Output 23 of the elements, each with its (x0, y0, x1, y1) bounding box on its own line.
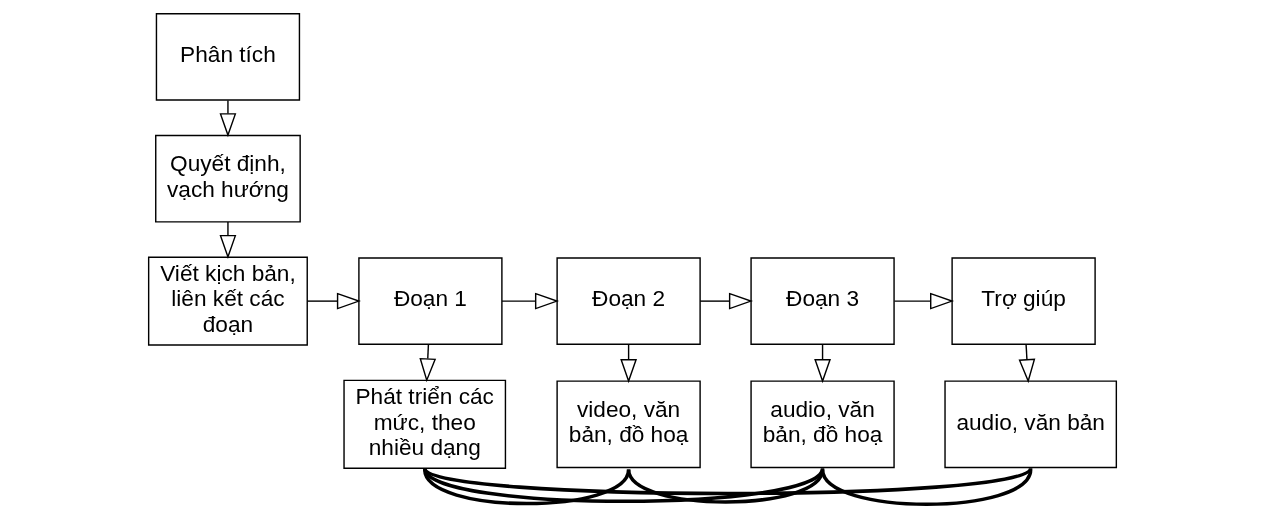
connector (820, 468, 1032, 507)
node-box: video, văn bản, đồ hoạ (555, 380, 701, 469)
node-box: audio, văn bản (943, 380, 1117, 469)
node-box: Trợ giúp (950, 257, 1096, 345)
node-box: Phân tích (155, 13, 300, 101)
arrow (500, 292, 559, 310)
arrow (219, 99, 236, 138)
connector (423, 466, 1032, 496)
node-box: Đoạn 1 (357, 257, 503, 345)
arrow (418, 343, 436, 383)
node-box: Đoạn 2 (555, 257, 701, 345)
arrow (893, 292, 954, 310)
node-box: audio, văn bản, đồ hoạ (749, 380, 895, 469)
connector (626, 468, 824, 504)
arrow (219, 221, 236, 260)
node-box: Quyết định, vạch hướng (154, 134, 301, 223)
node-box: Đoạn 3 (749, 257, 895, 345)
arrow (306, 292, 361, 310)
connector (422, 467, 824, 504)
connector (422, 468, 630, 506)
node-box: Viết kịch bản, liên kết các đoạn (147, 256, 308, 346)
arrow (699, 292, 753, 310)
node-box: Phát triển các mức, theo nhiều dạng (342, 379, 506, 469)
